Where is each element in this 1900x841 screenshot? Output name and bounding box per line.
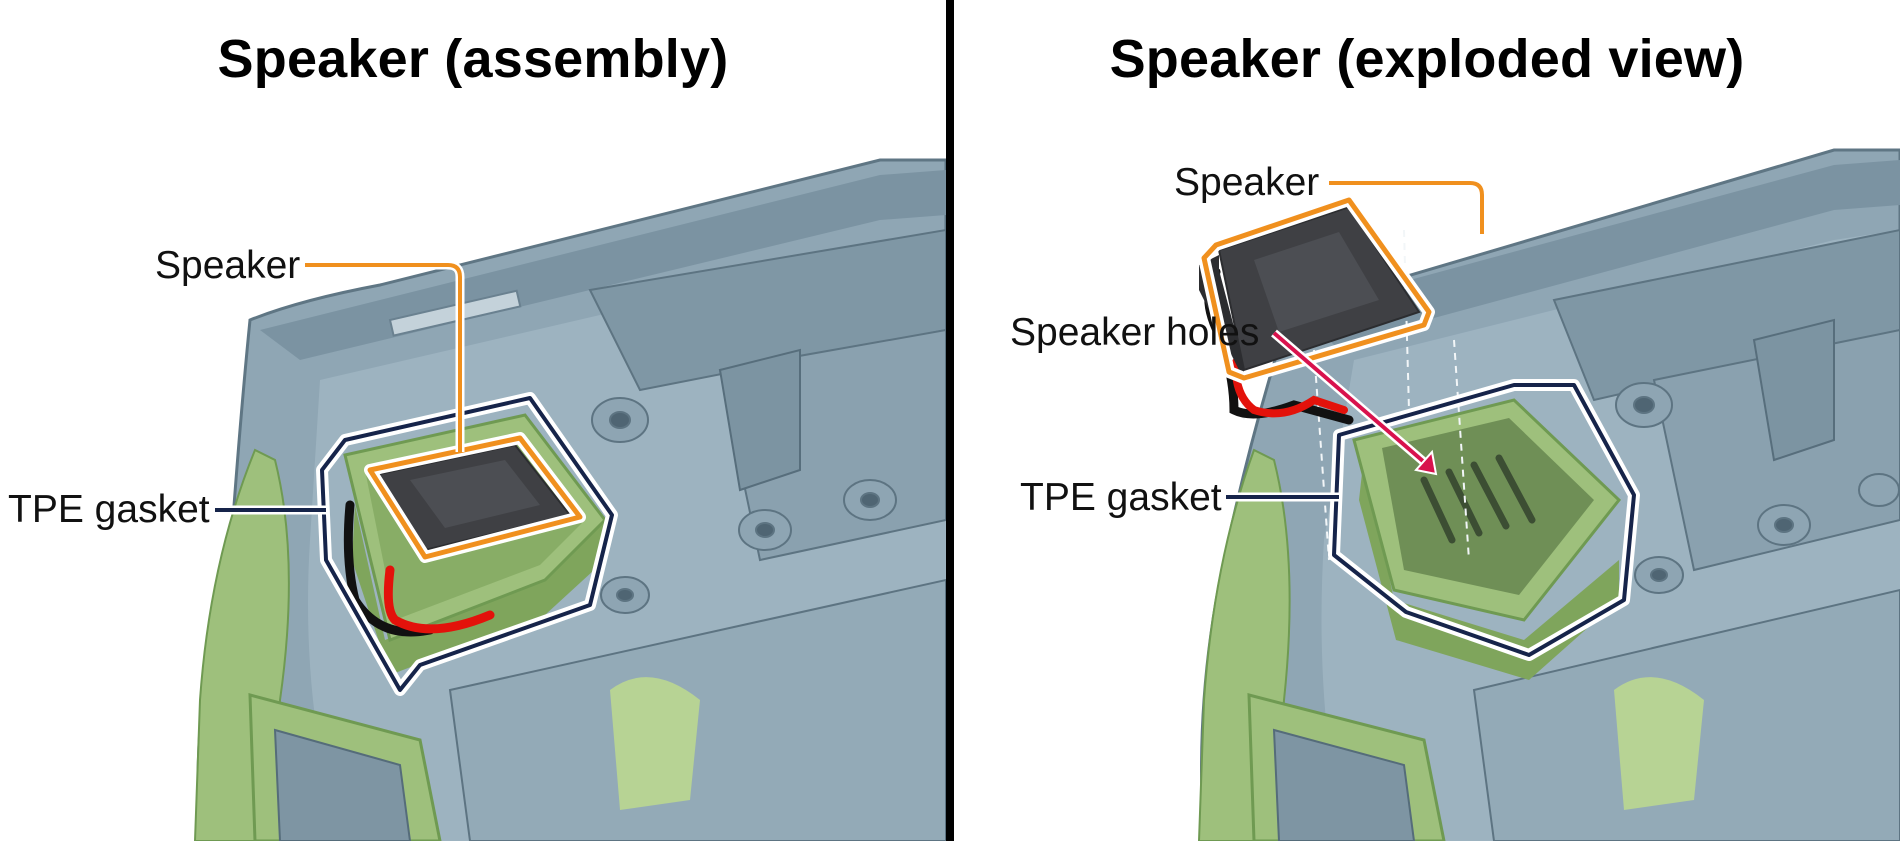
screw-boss bbox=[591, 397, 897, 614]
screw-boss bbox=[1615, 382, 1900, 594]
speaker-leader-line bbox=[305, 263, 462, 452]
bracket bbox=[1752, 318, 1835, 462]
panel-title: Speaker (exploded view) bbox=[1109, 29, 1745, 89]
gasket-label: TPE gasket bbox=[1020, 476, 1222, 519]
green-accent bbox=[1614, 677, 1704, 810]
internal-wall bbox=[1552, 228, 1900, 402]
enclosure-rim bbox=[1299, 160, 1900, 345]
exploded-panel: Speaker (exploded view) Speaker Speaker … bbox=[954, 0, 1900, 841]
panel-divider bbox=[946, 0, 954, 841]
connector-port-inner bbox=[273, 728, 412, 841]
gasket-callout-outline bbox=[1332, 383, 1636, 657]
wire-red bbox=[1231, 358, 1348, 418]
connector-port-inner bbox=[1272, 728, 1416, 841]
bracket bbox=[718, 348, 801, 492]
speaker-top-detail bbox=[410, 460, 540, 528]
internal-wall bbox=[588, 228, 946, 392]
holes-label: Speaker holes bbox=[1010, 311, 1260, 354]
exploded-illustration bbox=[1197, 148, 1900, 841]
gasket-callout-outline bbox=[320, 396, 614, 692]
wire-red bbox=[383, 565, 495, 634]
panel-title: Speaker (assembly) bbox=[217, 29, 729, 89]
speaker-top-detail bbox=[1254, 232, 1379, 332]
assembly-illustration bbox=[193, 158, 946, 841]
holes-arrowhead bbox=[1414, 449, 1438, 476]
speaker-holes bbox=[1420, 454, 1536, 544]
speaker-leader-line bbox=[1329, 181, 1484, 234]
speaker-label: Speaker bbox=[1174, 161, 1320, 204]
gasket-label: TPE gasket bbox=[8, 488, 210, 531]
speaker-callout-outline bbox=[1201, 197, 1432, 381]
speaker-callout-outline bbox=[367, 435, 583, 560]
holes-leader-line bbox=[1272, 331, 1426, 464]
green-accent bbox=[610, 677, 700, 810]
alignment-lines bbox=[1231, 229, 1470, 561]
speaker-label: Speaker bbox=[155, 244, 301, 287]
assembly-panel: Speaker (assembly) Speaker TPE gasket bbox=[0, 0, 946, 841]
gasket-cavity bbox=[1382, 418, 1594, 595]
